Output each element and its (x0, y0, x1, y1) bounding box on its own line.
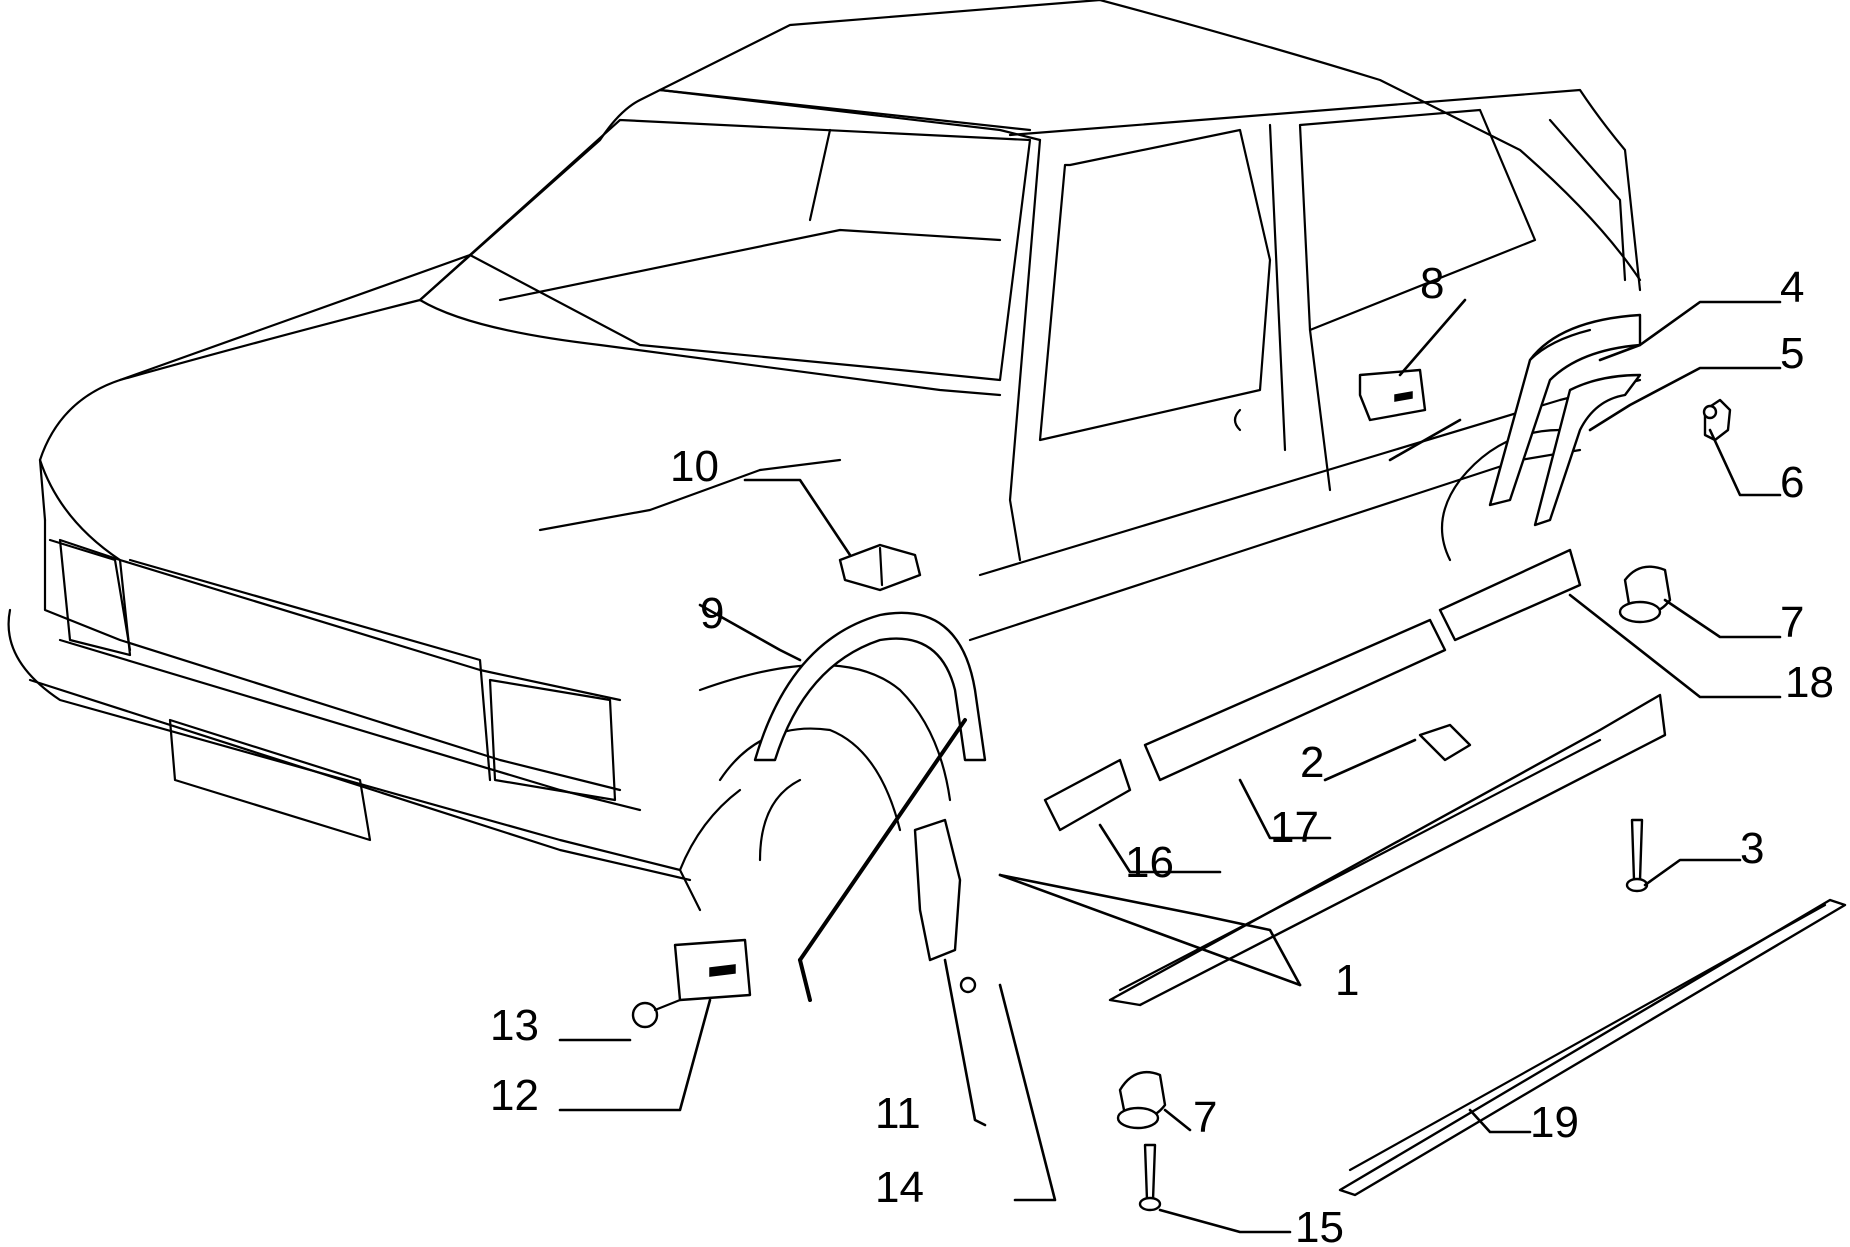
callout-14: 14 (875, 1163, 924, 1212)
part-clip-2 (1418, 723, 1472, 762)
car-body-outline (7, 0, 1642, 912)
part-bracket-12 (673, 938, 752, 1002)
callout-15: 15 (1295, 1203, 1344, 1247)
leader-lines (558, 298, 1782, 1234)
callout-1: 1 (1335, 956, 1359, 1005)
part-inner-arch-trim-5 (1533, 373, 1642, 527)
part-nut-7-upper (1618, 565, 1672, 624)
callout-12: 12 (490, 1071, 539, 1120)
part-side-molding-19 (1338, 898, 1847, 1197)
callout-6: 6 (1780, 458, 1804, 507)
part-front-arch-trim-9 (753, 611, 987, 762)
callout-2: 2 (1300, 738, 1324, 787)
callout-18: 18 (1785, 658, 1834, 707)
part-bracket-11 (913, 818, 962, 962)
part-clip-6 (1702, 398, 1732, 442)
part-sill-middle-17 (1143, 618, 1447, 782)
callout-17: 17 (1270, 803, 1319, 852)
part-screw-15 (1138, 1143, 1162, 1212)
callout-8: 8 (1420, 259, 1444, 308)
callout-5: 5 (1780, 329, 1804, 378)
callout-7-lower: 7 (1193, 1093, 1217, 1142)
callout-labels: 1 2 3 4 5 6 7 7 8 9 10 11 12 13 14 15 16… (490, 259, 1834, 1247)
part-bracket-8 (1358, 368, 1427, 422)
callout-9: 9 (700, 589, 724, 638)
part-bracket-10 (838, 543, 922, 592)
part-screw-3 (1625, 818, 1649, 893)
callout-13: 13 (490, 1001, 539, 1050)
callout-19: 19 (1530, 1098, 1579, 1147)
callout-11: 11 (875, 1089, 921, 1138)
part-screw-14 (959, 976, 977, 994)
part-nut-7-lower (1116, 1070, 1167, 1130)
part-bolt-13 (631, 998, 682, 1029)
callout-16: 16 (1125, 838, 1174, 887)
callout-3: 3 (1740, 824, 1764, 873)
part-sill-front-16 (1043, 758, 1132, 832)
callout-7-upper: 7 (1780, 598, 1804, 647)
part-sill-rear-18 (1438, 548, 1582, 642)
callout-4: 4 (1780, 263, 1804, 312)
callout-10: 10 (670, 442, 719, 491)
